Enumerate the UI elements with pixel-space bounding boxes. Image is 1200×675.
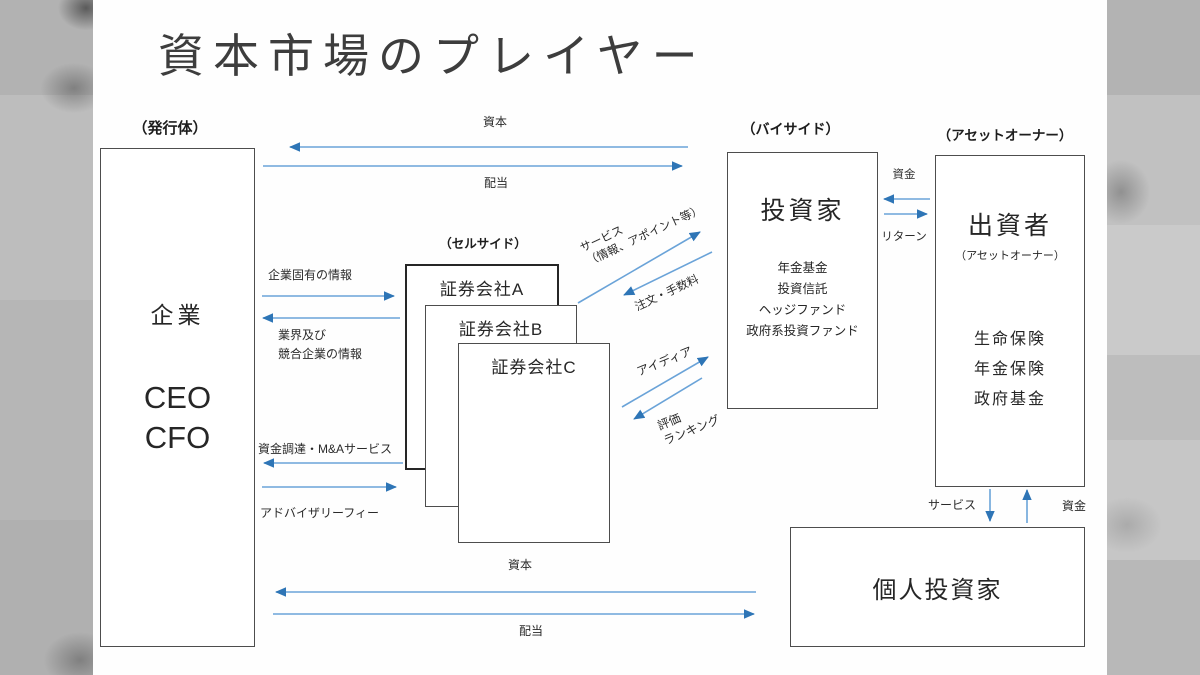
flow-label-funds: 資金	[892, 169, 916, 181]
flow-label-funds-up: 資金	[1061, 499, 1086, 513]
funder-box: 出資者 （アセットオーナー） 生命保険 年金保険 政府基金	[935, 155, 1085, 487]
funder-subtitle: （アセットオーナー）	[955, 250, 1065, 262]
flow-label-dividend-bottom: 配当	[518, 624, 543, 638]
flow-label-company-info: 企業固有の情報	[268, 268, 353, 282]
label-sellside: （セルサイド）	[439, 237, 527, 251]
investor-box: 投資家 年金基金 投資信託 ヘッジファンド 政府系投資ファンド	[727, 152, 878, 409]
label-asset-owner: （アセットオーナー）	[937, 128, 1073, 143]
flow-label-industry-info: 業界及び 競合企業の情報	[278, 328, 363, 361]
page-title: 資本市場のプレイヤー	[158, 30, 707, 82]
broker-b-title: 証券会社B	[458, 320, 544, 339]
broker-c-title: 証券会社C	[491, 358, 577, 377]
individual-investor-title: 個人投資家	[872, 576, 1003, 604]
flow-label-return: リターン	[881, 231, 927, 243]
flow-label-advisory-fee: アドバイザリーフィー	[260, 506, 380, 520]
label-buyside: （バイサイド）	[741, 121, 840, 137]
broker-a-title: 証券会社A	[439, 280, 525, 299]
background-right-blur	[1107, 0, 1200, 675]
flow-label-service: サービス	[927, 498, 976, 512]
individual-investor-box: 個人投資家	[790, 527, 1085, 647]
company-box: 企業 CEO CFO	[100, 148, 255, 647]
company-title: 企業	[150, 302, 205, 328]
flow-label-funding-ma: 資金調達・M&Aサービス	[258, 442, 393, 456]
investor-members: 年金基金 投資信託 ヘッジファンド 政府系投資ファンド	[746, 261, 859, 338]
funder-members: 生命保険 年金保険 政府基金	[973, 331, 1046, 408]
company-role-cfo: CFO	[144, 420, 211, 455]
flow-label-capital-top: 資本	[482, 115, 507, 129]
company-role-ceo: CEO	[143, 380, 212, 415]
label-issuer: （発行体）	[132, 120, 208, 137]
broker-c-box: 証券会社C	[458, 343, 610, 543]
funder-title: 出資者	[967, 212, 1052, 240]
flow-label-dividend-top: 配当	[483, 176, 508, 190]
background-left-blur	[0, 0, 93, 675]
flow-label-capital-bottom: 資本	[507, 558, 532, 572]
investor-title: 投資家	[760, 197, 845, 225]
